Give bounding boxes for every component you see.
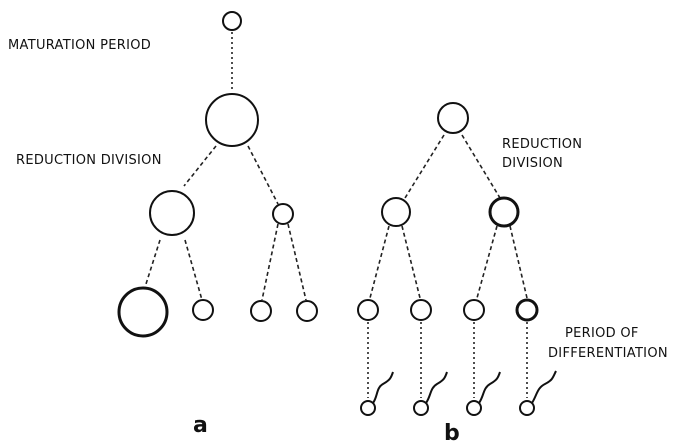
cell-a-polar-body-3 bbox=[296, 300, 318, 322]
sperm-tail bbox=[478, 371, 501, 404]
cell-b-spermatid-3 bbox=[463, 299, 485, 321]
sperm-cell-4 bbox=[519, 370, 557, 416]
cell-b-spermatid-1 bbox=[357, 299, 379, 321]
sperm-tail bbox=[531, 370, 557, 404]
connector-b-right-to-3 bbox=[476, 225, 498, 299]
cell-b-primary-spermatocyte bbox=[437, 102, 469, 134]
sperm-head bbox=[360, 400, 376, 416]
label-period-of-differentiation-line1: PERIOD OF bbox=[565, 326, 639, 341]
sperm-cell-2 bbox=[413, 371, 448, 416]
cell-a-polar-body-2 bbox=[250, 300, 272, 322]
connector-a-secondary-to-ovum bbox=[145, 239, 161, 285]
label-period-of-differentiation-line2: DIFFERENTIATION bbox=[548, 346, 668, 361]
sperm-head bbox=[519, 400, 535, 416]
sperm-head bbox=[466, 400, 482, 416]
connector-a-secondary-to-polar-small bbox=[184, 239, 203, 301]
sperm-tail bbox=[425, 371, 448, 404]
sperm-head bbox=[413, 400, 429, 416]
cell-b-secondary-spermatocyte-left bbox=[381, 197, 411, 227]
panel-label-a: a bbox=[193, 413, 208, 438]
cell-a-first-polar-body bbox=[272, 203, 294, 225]
sperm-cell-3 bbox=[466, 371, 501, 416]
connector-b-right-to-4 bbox=[509, 225, 528, 299]
connector-a-primary-to-polar-body bbox=[247, 145, 279, 205]
sperm-tail bbox=[372, 371, 394, 404]
cell-b-secondary-spermatocyte-right bbox=[488, 196, 520, 228]
connector-b-primary-to-left bbox=[404, 134, 445, 199]
label-reduction-division-a: REDUCTION DIVISION bbox=[16, 153, 162, 168]
connector-b-left-to-1 bbox=[369, 225, 390, 299]
connector-b-primary-to-right bbox=[461, 134, 501, 199]
connector-a-polar-to-right bbox=[287, 223, 307, 301]
cell-b-spermatid-4 bbox=[515, 298, 539, 322]
cell-a-oogonium bbox=[222, 11, 242, 31]
cell-a-ovum bbox=[117, 286, 169, 338]
label-maturation-period: MATURATION PERIOD bbox=[8, 38, 151, 53]
cell-a-secondary-oocyte bbox=[149, 190, 195, 236]
cell-a-primary-oocyte bbox=[205, 93, 259, 147]
sperm-cell-1 bbox=[360, 371, 394, 416]
connector-a-polar-to-left bbox=[261, 223, 279, 301]
connector-b-left-to-2 bbox=[401, 225, 421, 299]
cell-a-polar-body-1 bbox=[192, 299, 214, 321]
panel-label-b: b bbox=[444, 421, 460, 443]
label-reduction-division-b-line2: DIVISION bbox=[502, 156, 563, 171]
label-reduction-division-b-line1: REDUCTION bbox=[502, 137, 582, 152]
cell-b-spermatid-2 bbox=[410, 299, 432, 321]
connector-a-primary-to-secondary-large bbox=[183, 145, 217, 187]
